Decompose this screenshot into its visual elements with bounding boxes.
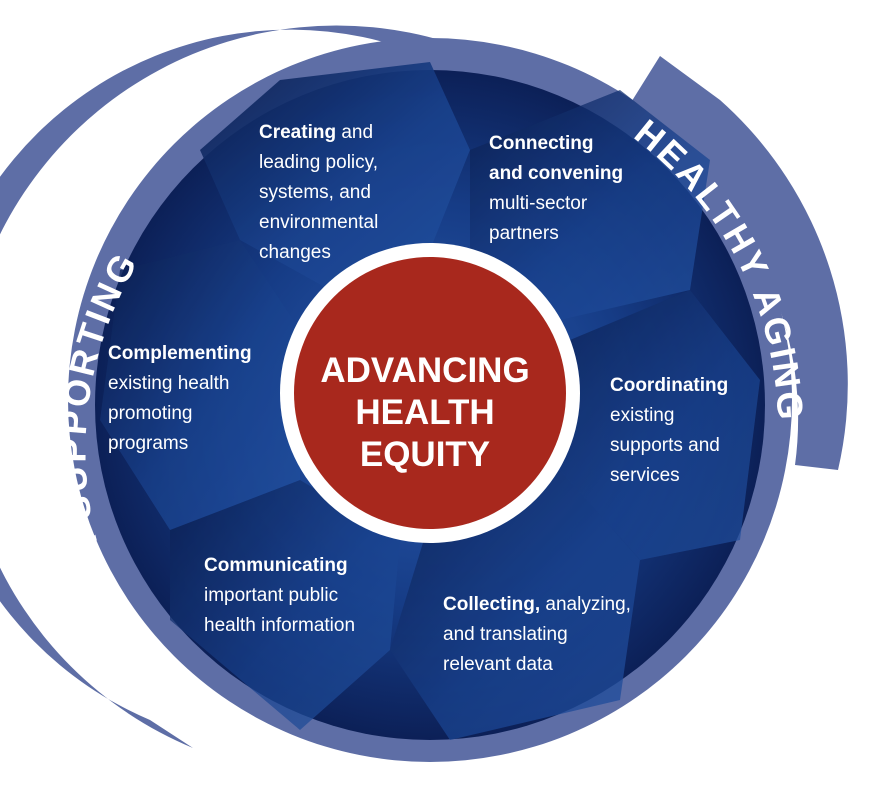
creating-line-2: leading policy, (259, 152, 379, 173)
coordinating-line-3: supports and (610, 435, 720, 456)
complementing-line-3: promoting (108, 403, 193, 424)
communicating-line-3: health information (204, 615, 356, 636)
segment-coordinating (560, 290, 760, 560)
connecting-line-4: partners (489, 223, 559, 244)
creating-line-4: environmental (259, 212, 379, 233)
segment-communicating (170, 480, 400, 730)
center-line-1: ADVANCING (320, 351, 530, 390)
center-line-3: EQUITY (359, 435, 491, 474)
segment-text-connecting: Connecting and convening multi-sector pa… (489, 129, 623, 249)
collecting-rest: analyzing, (540, 594, 631, 615)
creating-rest: and (336, 122, 374, 143)
center-line-2: HEALTH (355, 393, 495, 432)
complementing-lead: Complementing (108, 343, 252, 364)
communicating-lead: Communicating (204, 555, 348, 576)
segment-text-creating: Creating and leading policy, systems, an… (259, 118, 378, 268)
connecting-line-3: multi-sector (489, 193, 588, 214)
connecting-lead: Connecting (489, 133, 594, 154)
creating-line-5: changes (259, 242, 331, 263)
connecting-lead-2: and convening (489, 163, 624, 184)
segment-text-complementing: Complementing existing health promoting … (108, 339, 252, 459)
creating-lead: Creating (259, 122, 337, 143)
segment-text-communicating: Communicating important public health in… (204, 551, 355, 641)
segment-creating (200, 62, 470, 290)
collecting-line-3: relevant data (443, 654, 553, 675)
creating-line-3: systems, and (259, 182, 371, 203)
segment-text-coordinating: Coordinating existing supports and servi… (610, 371, 728, 491)
coordinating-lead: Coordinating (610, 375, 729, 396)
segment-complementing (100, 240, 300, 530)
center-circle (294, 257, 566, 529)
complementing-line-2: existing health (108, 373, 230, 394)
center-title: ADVANCING HEALTH EQUITY (300, 350, 550, 476)
communicating-line-2: important public (204, 585, 339, 606)
coordinating-line-4: services (610, 465, 680, 486)
coordinating-line-2: existing (610, 405, 675, 426)
segment-connecting (470, 90, 710, 320)
collecting-lead: Collecting, (443, 594, 541, 615)
complementing-line-4: programs (108, 433, 189, 454)
collecting-line-2: and translating (443, 624, 568, 645)
segment-text-collecting: Collecting, analyzing, and translating r… (443, 590, 631, 680)
